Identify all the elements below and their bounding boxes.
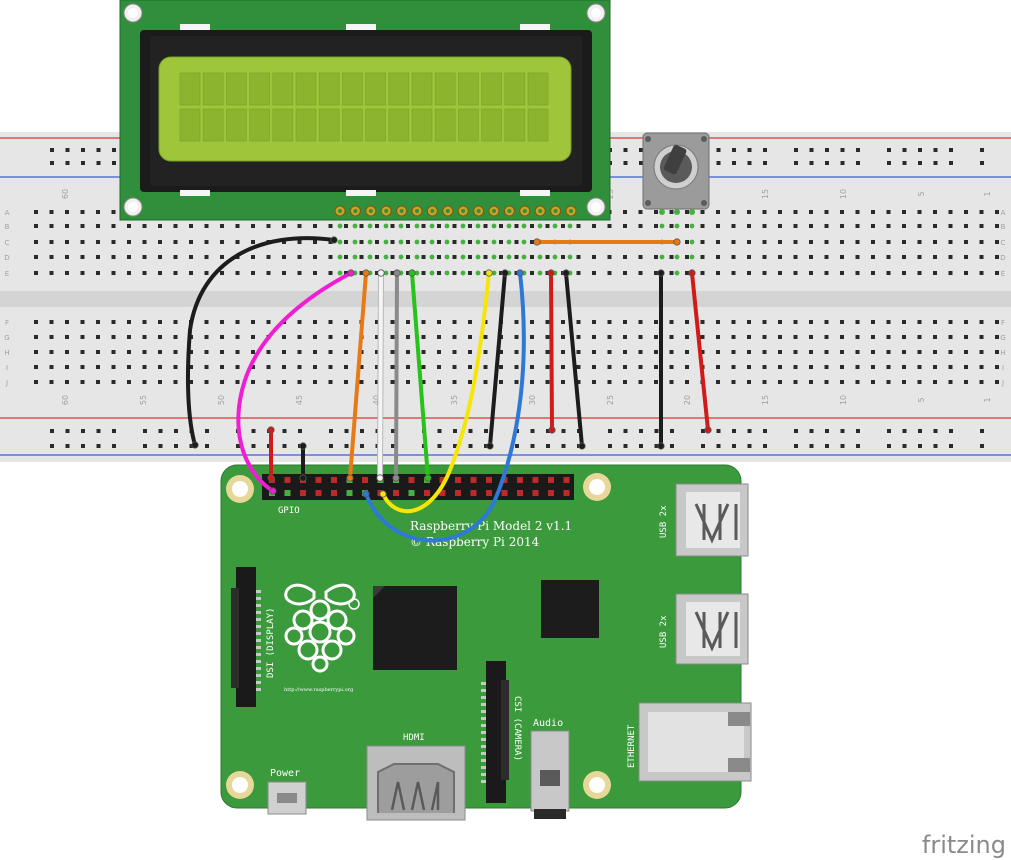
row-letter: H (1000, 349, 1005, 357)
hdmi-label: HDMI (403, 733, 425, 743)
column-number: 25 (606, 395, 615, 405)
power-label: Power (270, 768, 300, 779)
column-number: 10 (839, 395, 848, 405)
wire-green-lcd-to-gpio (410, 271, 430, 480)
column-number: 15 (761, 189, 770, 199)
raspberry-logo-icon (284, 583, 360, 673)
soc-chip (373, 586, 457, 670)
row-letter: C (1001, 239, 1006, 247)
wire-black-lcd-to-gnd-rail (185, 236, 336, 447)
usb-label-bottom: USB 2x (659, 615, 669, 648)
row-letter: F (5, 319, 9, 327)
column-number: 30 (528, 395, 537, 405)
ethernet-label: ETHERNET (627, 724, 637, 768)
row-letter: E (5, 270, 9, 278)
csi-connector (481, 661, 509, 803)
column-numbers-bottom: 60 55 50 45 40 35 30 25 20 15 10 5 1 (61, 395, 992, 405)
audio-jack (530, 730, 570, 819)
wire-red-pot-to-rail (690, 271, 710, 432)
row-letter: I (1002, 364, 1004, 372)
row-letter: F (1001, 319, 1005, 327)
row-letter: C (5, 239, 10, 247)
row-letter: E (1001, 270, 1005, 278)
row-letter: H (4, 349, 9, 357)
column-number: 60 (61, 395, 70, 405)
column-number: 60 (61, 189, 70, 199)
row-letter: G (4, 334, 9, 342)
row-letter: A (1001, 209, 1006, 217)
wire-yellow-lcd-to-gpio (381, 271, 491, 514)
column-number: 5 (917, 191, 926, 196)
column-number: 10 (839, 189, 848, 199)
usb-port-top (675, 483, 749, 557)
dsi-connector (231, 567, 261, 707)
row-letter: D (1000, 254, 1005, 262)
column-number: 1 (983, 191, 992, 196)
dsi-label: DSI (DISPLAY) (266, 608, 276, 678)
wire-magenta-lcd-to-gpio (236, 271, 353, 493)
power-port (267, 781, 307, 815)
column-number: 40 (372, 395, 381, 405)
row-letter: B (5, 223, 10, 231)
column-number: 50 (217, 395, 226, 405)
gpio-label: GPIO (278, 506, 300, 516)
row-letter: D (4, 254, 9, 262)
url-label: http://www.raspberrypi.org (284, 687, 354, 693)
hdmi-port (366, 745, 466, 821)
fritzing-logo: fritzing (922, 831, 1006, 859)
gpio-header (262, 474, 574, 500)
column-number: 1 (983, 397, 992, 402)
column-number: 55 (139, 395, 148, 405)
wire-orange-lcd-to-gpio (348, 271, 368, 480)
row-letter: B (1001, 223, 1006, 231)
row-letter: I (6, 364, 8, 372)
row-letter: J (1001, 379, 1004, 387)
column-number: 45 (295, 395, 304, 405)
wire-black-lcd-to-gnd (488, 271, 507, 448)
csi-label: CSI (CAMERA) (512, 696, 522, 761)
column-number: 35 (450, 395, 459, 405)
lcd-character-cells (179, 72, 549, 142)
lcd-module (119, 0, 611, 221)
lcd-header-pins (334, 205, 577, 217)
ethernet-port (638, 702, 752, 782)
wire-blue-lcd-to-gpio (364, 271, 526, 543)
wire-end-caps (191, 236, 712, 498)
potentiometer (642, 132, 710, 215)
row-letter: A (5, 209, 10, 217)
wires (185, 236, 710, 543)
usb-port-bottom (675, 593, 749, 665)
usb-controller-chip (541, 580, 599, 638)
wire-white-lcd-to-gpio (378, 271, 383, 480)
usb-label-top: USB 2x (659, 505, 669, 538)
column-number: 20 (683, 395, 692, 405)
model-label: Raspberry Pi Model 2 v1.1 (410, 519, 572, 533)
row-letter: J (5, 379, 8, 387)
wire-gray-lcd-to-gpio (394, 271, 399, 480)
wire-red-lcd-to-power (549, 271, 554, 432)
raspberry-pi-board: GPIO Raspberry Pi Model 2 v1.1 © Raspber… (220, 464, 752, 821)
audio-label: Audio (533, 718, 563, 729)
row-letter: G (1000, 334, 1005, 342)
wire-black-lcd-to-rail (564, 271, 584, 448)
column-number: 5 (917, 397, 926, 402)
column-number: 15 (761, 395, 770, 405)
